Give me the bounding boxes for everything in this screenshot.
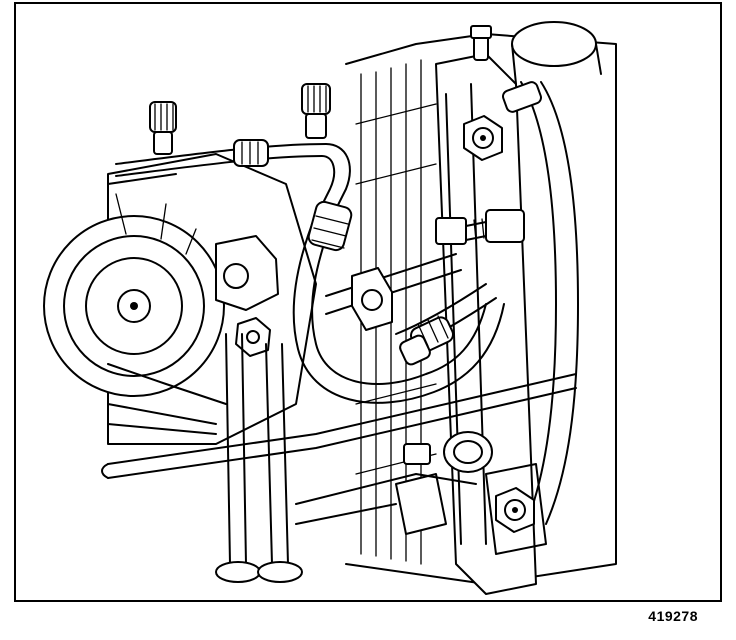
- coolant-outlet: [395, 431, 493, 535]
- compressor: [43, 153, 317, 445]
- upper-clamp-bolt: [463, 115, 503, 161]
- overflow-tube: [502, 81, 579, 525]
- discharge-hose: [292, 200, 505, 404]
- service-port-left: [149, 101, 177, 155]
- service-port-right: [301, 83, 331, 139]
- lower-clamp-bolt: [485, 463, 547, 555]
- engine-hose-illustration: [43, 21, 617, 595]
- figure-id-label: 419278: [648, 608, 698, 624]
- bracket-rod: [101, 373, 577, 479]
- engine-cover: [107, 363, 477, 525]
- illustration-frame: [14, 2, 722, 602]
- liquid-line: [325, 253, 497, 366]
- threaded-fitting: [435, 209, 525, 245]
- manifold-block: [215, 235, 279, 357]
- lower-tubes: [215, 333, 303, 583]
- suction-line: [115, 139, 351, 210]
